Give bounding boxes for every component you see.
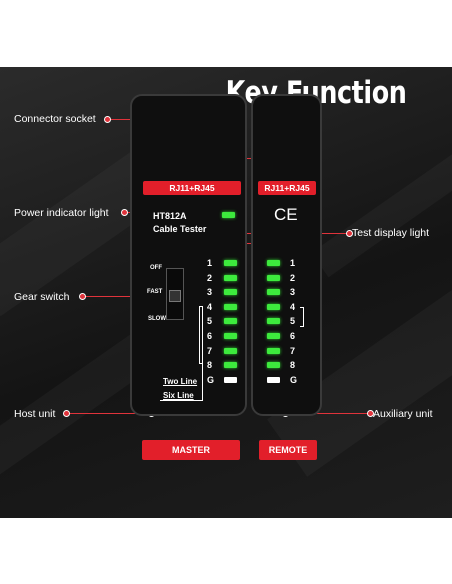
remote-pin-number: 5 (290, 316, 296, 327)
remote-pin-led (267, 333, 280, 339)
remote-port-label: RJ11+RJ45 (258, 181, 316, 195)
remote-pin-number: 6 (290, 331, 296, 341)
remote-pin-led (267, 289, 280, 296)
gear-switch-knob[interactable] (169, 290, 181, 302)
master-pin-number: 7 (207, 345, 213, 356)
master-pin-number: 5 (207, 316, 213, 327)
master-pin-led (224, 274, 237, 281)
switch-fast-label: FAST (147, 289, 163, 295)
master-pin-led (224, 376, 237, 383)
remote-pin-led (267, 376, 280, 383)
test-display-label: Test display light (352, 227, 430, 239)
remote-pin-number: G (290, 374, 298, 385)
master-pin-led (224, 362, 237, 369)
master-pin-number: 3 (207, 287, 213, 298)
line-bracket (160, 307, 203, 401)
host-line (66, 413, 150, 414)
remote-pin-number: 7 (290, 345, 296, 356)
master-pin-number: 2 (207, 272, 213, 283)
host-unit-label: Host unit (14, 408, 56, 420)
power-indicator-label: Power indicator light (14, 207, 109, 219)
master-pin-number: 1 (207, 258, 213, 268)
remote-pin-number: 1 (290, 258, 296, 268)
ce-mark: CE (274, 205, 298, 224)
master-pin-number: G (207, 374, 215, 385)
master-pin-number: 6 (207, 331, 213, 341)
aux-line (286, 413, 371, 414)
remote-pin-led (267, 303, 280, 310)
model-subtitle: Cable Tester (153, 224, 207, 234)
two-line-label: Two Line (163, 377, 198, 386)
remote-pin-number: 8 (290, 360, 296, 371)
remote-unit (251, 94, 322, 416)
master-pin-led (224, 347, 237, 354)
master-pin-led (224, 260, 237, 266)
model-name: HT812A (153, 211, 187, 221)
switch-slow-label: SLOW (148, 316, 166, 322)
master-port-label: RJ11+RJ45 (143, 181, 241, 195)
gear-line (81, 296, 169, 297)
auxiliary-unit-label: Auxiliary unit (373, 408, 433, 420)
master-bottom-label: MASTER (142, 440, 240, 460)
connector-socket-label: Connector socket (14, 113, 96, 125)
remote-pin-number: 4 (290, 301, 296, 312)
master-pin-led (224, 318, 237, 325)
remote-pin-led (267, 347, 280, 354)
master-pin-led (224, 333, 237, 339)
master-pin-led (224, 303, 237, 310)
six-line-label: Six Line (163, 391, 194, 400)
power-led (222, 212, 235, 218)
gear-switch-label: Gear switch (14, 291, 70, 303)
remote-pin-led (267, 318, 280, 325)
master-pin-led (224, 289, 237, 296)
master-pin-number: 8 (207, 360, 213, 371)
remote-bottom-label: REMOTE (259, 440, 317, 460)
remote-pin-number: 3 (290, 287, 296, 298)
remote-pin-led (267, 362, 280, 369)
master-pin-number: 4 (207, 301, 213, 312)
remote-pin-number: 2 (290, 272, 296, 283)
remote-pin-led (267, 274, 280, 281)
switch-off-label: OFF (150, 265, 162, 271)
remote-pin-led (267, 260, 280, 266)
